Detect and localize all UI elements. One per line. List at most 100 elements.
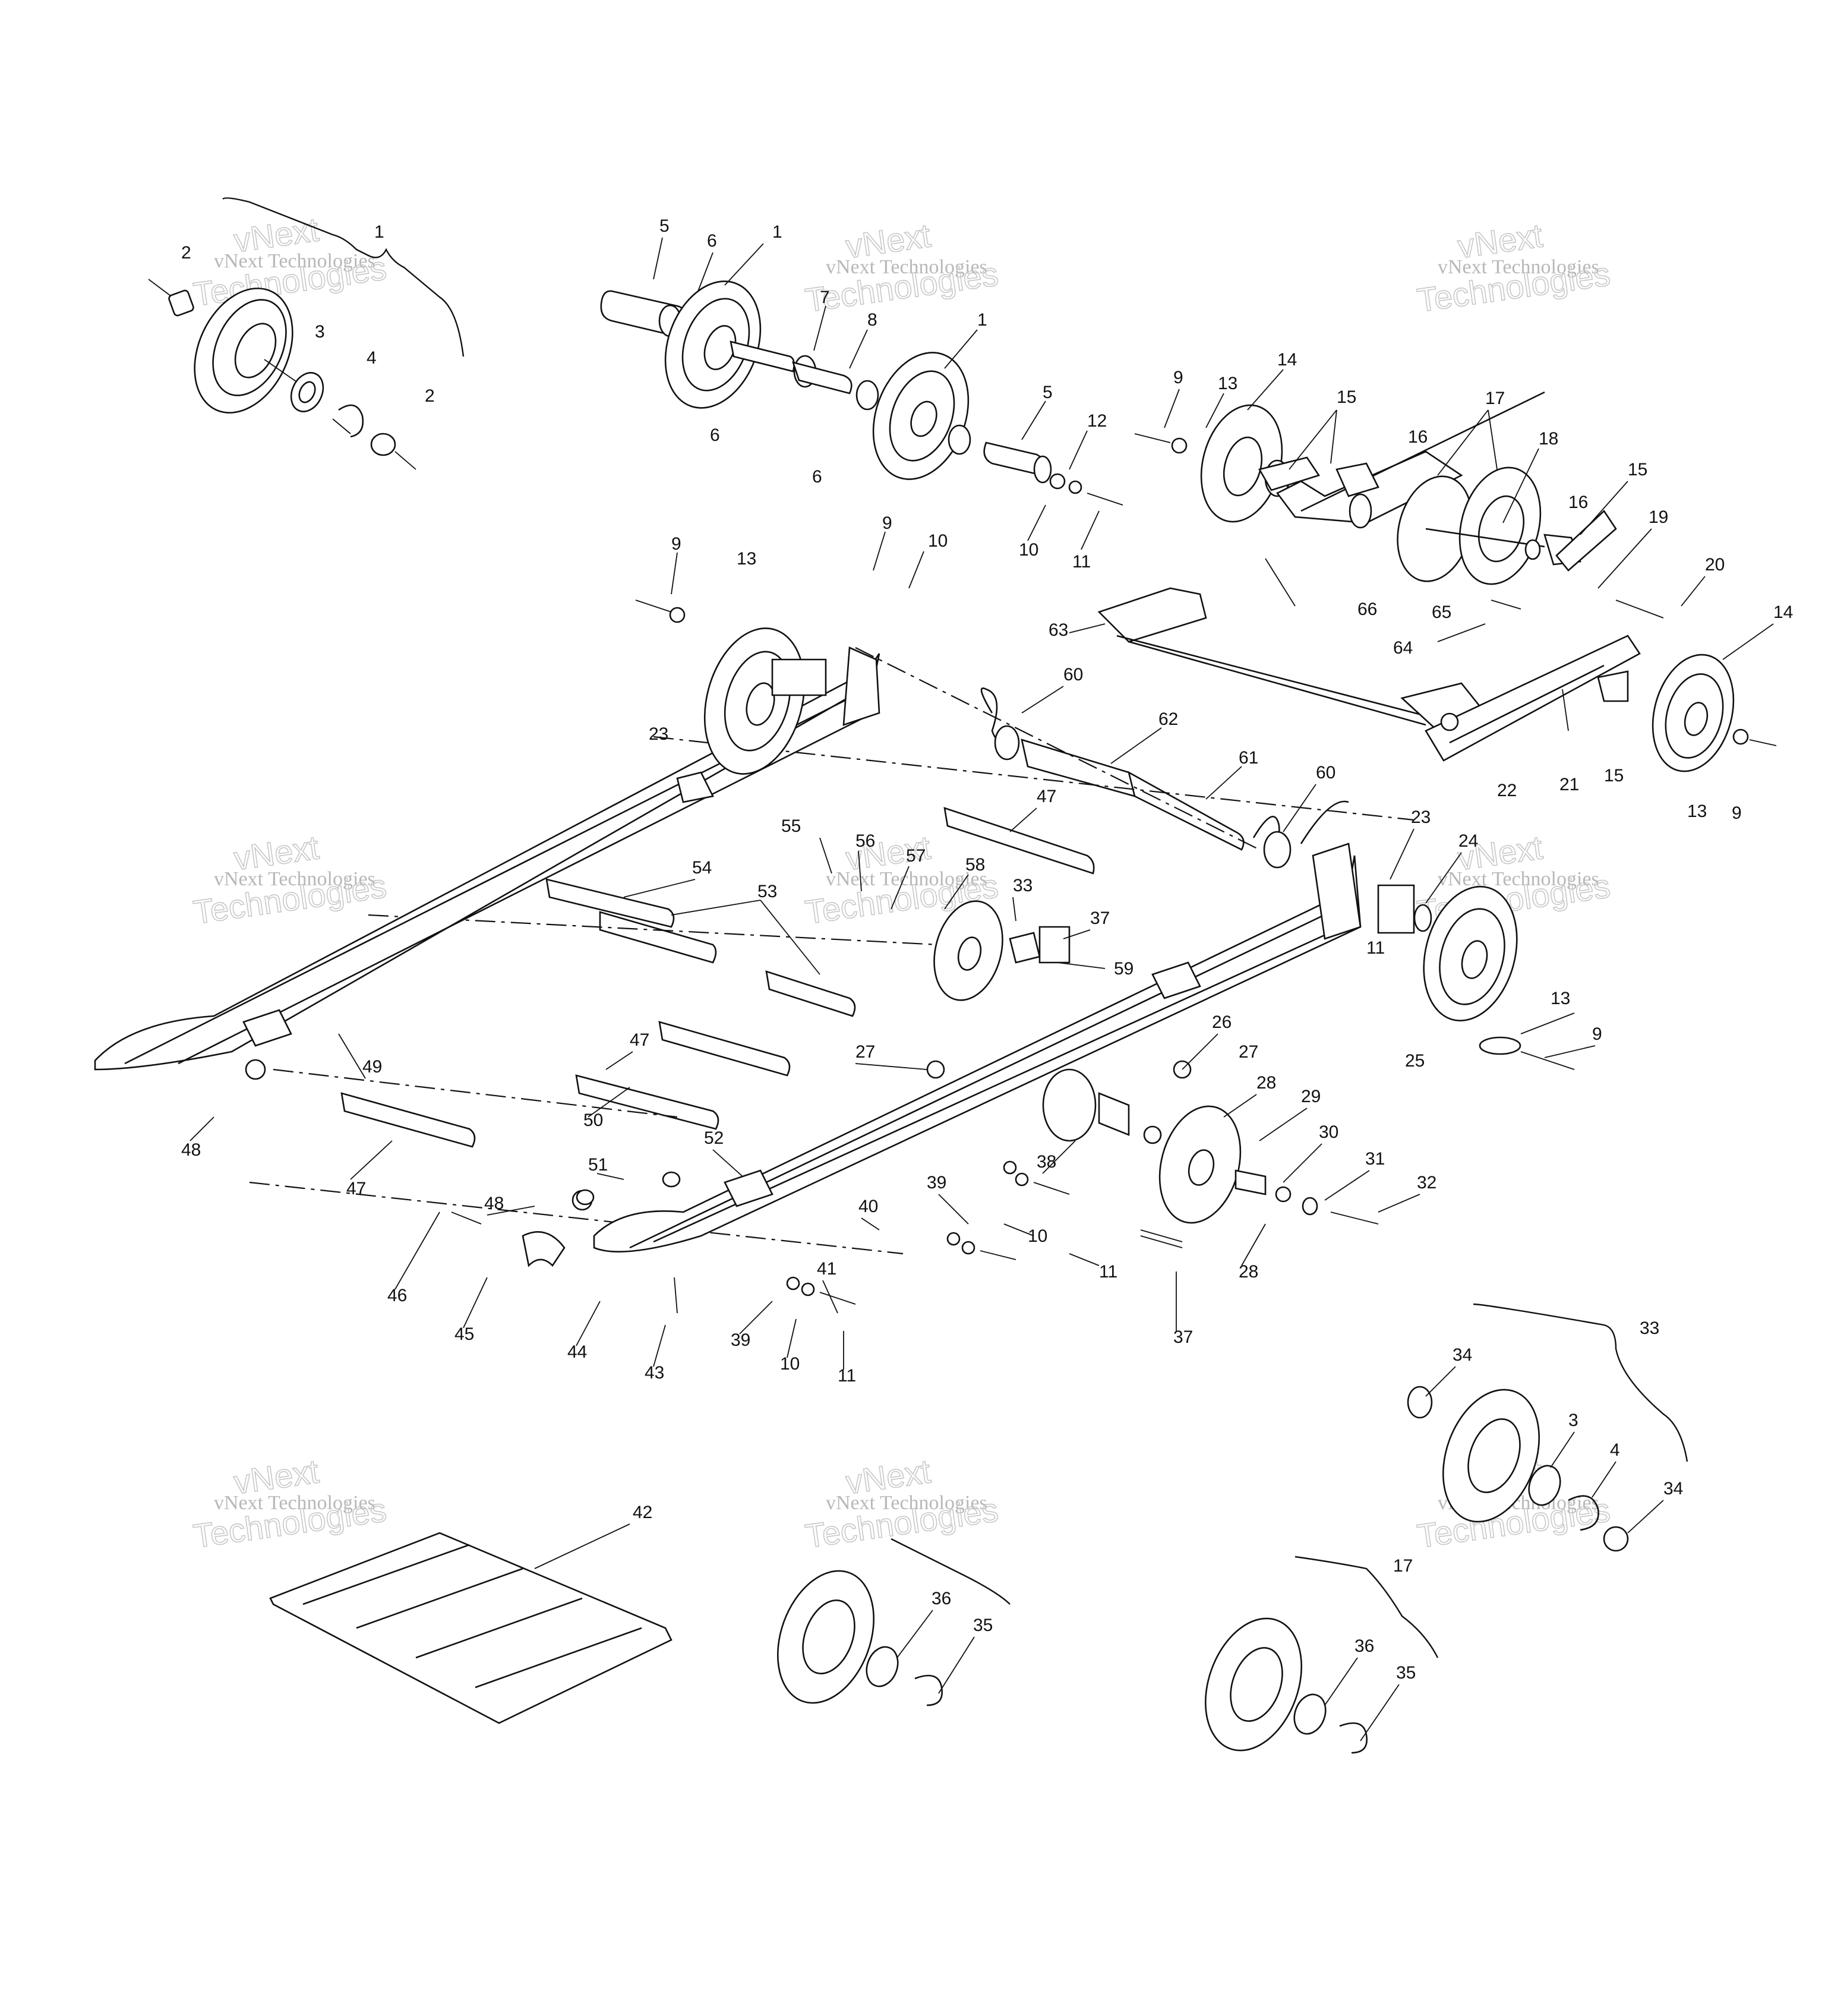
callout-29: 29 (1301, 1087, 1321, 1106)
svg-text:vNext Technologies: vNext Technologies (1438, 256, 1599, 278)
callout-34: 34 (1663, 1479, 1683, 1498)
callout-48: 48 (484, 1194, 504, 1213)
callout-2: 2 (181, 243, 191, 263)
callout-14: 14 (1773, 602, 1793, 622)
callout-62: 62 (1158, 709, 1178, 729)
callout-10: 10 (1019, 540, 1038, 560)
callout-47: 47 (630, 1030, 649, 1050)
callout-33: 33 (1640, 1318, 1659, 1338)
callout-48: 48 (181, 1140, 201, 1160)
callout-47: 47 (346, 1179, 366, 1198)
svg-text:vNext Technologies: vNext Technologies (214, 250, 375, 272)
callout-22: 22 (1497, 781, 1517, 800)
main-rails (94, 646, 1362, 1252)
callout-61: 61 (1239, 748, 1258, 768)
callout-47: 47 (1037, 787, 1056, 806)
callout-35: 35 (973, 1616, 993, 1635)
callout-30: 30 (1319, 1122, 1338, 1142)
svg-text:vNext Technologies: vNext Technologies (826, 1492, 987, 1514)
callout-9: 9 (1173, 368, 1183, 387)
callout-6: 6 (707, 231, 717, 251)
callout-51: 51 (588, 1155, 608, 1175)
callout-15: 15 (1628, 460, 1647, 479)
callout-1: 1 (374, 222, 384, 242)
callout-60: 60 (1316, 763, 1335, 783)
callout-55: 55 (781, 816, 801, 836)
callout-9: 9 (1732, 803, 1742, 823)
callout-9: 9 (1592, 1024, 1602, 1044)
callout-5: 5 (1043, 383, 1053, 402)
svg-text:vNext Technologies: vNext Technologies (214, 868, 375, 890)
callout-27: 27 (855, 1042, 875, 1062)
callout-19: 19 (1649, 507, 1668, 527)
callout-40: 40 (858, 1197, 878, 1216)
callout-41: 41 (817, 1259, 836, 1279)
callout-39: 39 (927, 1173, 946, 1192)
callout-2: 2 (425, 386, 435, 406)
callout-3: 3 (315, 322, 325, 342)
callout-42: 42 (633, 1503, 652, 1522)
watermark: vNext vNext Technologies Technologies (191, 210, 389, 313)
callout-32: 32 (1417, 1173, 1436, 1192)
top-axle-assembly (600, 280, 1123, 506)
rear-frame-assembly (1097, 391, 1777, 772)
callout-37: 37 (1090, 908, 1110, 928)
bottom-wheel-details (776, 1386, 1629, 1754)
svg-text:vNext Technologies: vNext Technologies (826, 256, 987, 278)
springs-axles (249, 647, 1414, 1255)
callout-11: 11 (1072, 552, 1091, 572)
callout-20: 20 (1705, 555, 1725, 575)
callout-17: 17 (1485, 389, 1505, 408)
callout-18: 18 (1539, 429, 1558, 449)
callout-43: 43 (645, 1363, 664, 1383)
callout-35: 35 (1396, 1663, 1416, 1683)
callout-15: 15 (1337, 387, 1356, 407)
callout-9: 9 (671, 534, 681, 554)
callout-4: 4 (367, 348, 377, 368)
wheel-assembly-1-detail (148, 197, 465, 470)
callout-11: 11 (1099, 1262, 1117, 1282)
callout-33: 33 (1013, 876, 1033, 895)
watermark: vNext vNext Technologies Technologies (191, 1452, 389, 1555)
callout-24: 24 (1458, 831, 1478, 851)
callout-49: 49 (362, 1057, 382, 1077)
callout-6: 6 (710, 425, 720, 445)
callout-7: 7 (820, 288, 830, 307)
callout-44: 44 (567, 1342, 587, 1362)
callout-66: 66 (1357, 600, 1377, 619)
svg-text:vNext Technologies: vNext Technologies (1438, 868, 1599, 890)
callout-5: 5 (659, 216, 670, 236)
callout-31: 31 (1365, 1149, 1385, 1169)
callout-60: 60 (1063, 665, 1083, 684)
callout-65: 65 (1432, 602, 1451, 622)
callout-21: 21 (1559, 775, 1579, 794)
callout-10: 10 (1028, 1226, 1047, 1246)
callout-6: 6 (812, 467, 822, 487)
callout-3: 3 (1568, 1411, 1578, 1430)
callout-10: 10 (780, 1354, 800, 1374)
group-brackets (891, 1303, 1688, 1658)
callout-16: 16 (1568, 493, 1588, 512)
callout-11: 11 (838, 1366, 856, 1386)
callout-13: 13 (1218, 374, 1237, 393)
leader-lines (190, 237, 1774, 1741)
watermark: vNext vNext Technologies Technologies (1414, 216, 1613, 319)
callout-56: 56 (855, 831, 875, 851)
callout-17: 17 (1393, 1556, 1413, 1576)
callout-1: 1 (977, 310, 987, 330)
callout-54: 54 (692, 858, 712, 878)
watermark: vNext vNext Technologies Technologies (803, 1452, 1001, 1555)
callout-11: 11 (1366, 938, 1385, 958)
callout-12: 12 (1087, 411, 1107, 431)
callout-13: 13 (1687, 802, 1707, 821)
watermark: vNext vNext Technologies Technologies (191, 828, 389, 931)
callout-9: 9 (882, 513, 892, 533)
callout-8: 8 (867, 310, 877, 330)
callout-25: 25 (1405, 1051, 1425, 1071)
callout-15: 15 (1604, 766, 1624, 785)
watermark: vNext vNext Technologies Technologies (803, 216, 1001, 319)
callout-4: 4 (1610, 1440, 1620, 1460)
callout-14: 14 (1277, 350, 1297, 370)
callout-36: 36 (932, 1589, 951, 1608)
